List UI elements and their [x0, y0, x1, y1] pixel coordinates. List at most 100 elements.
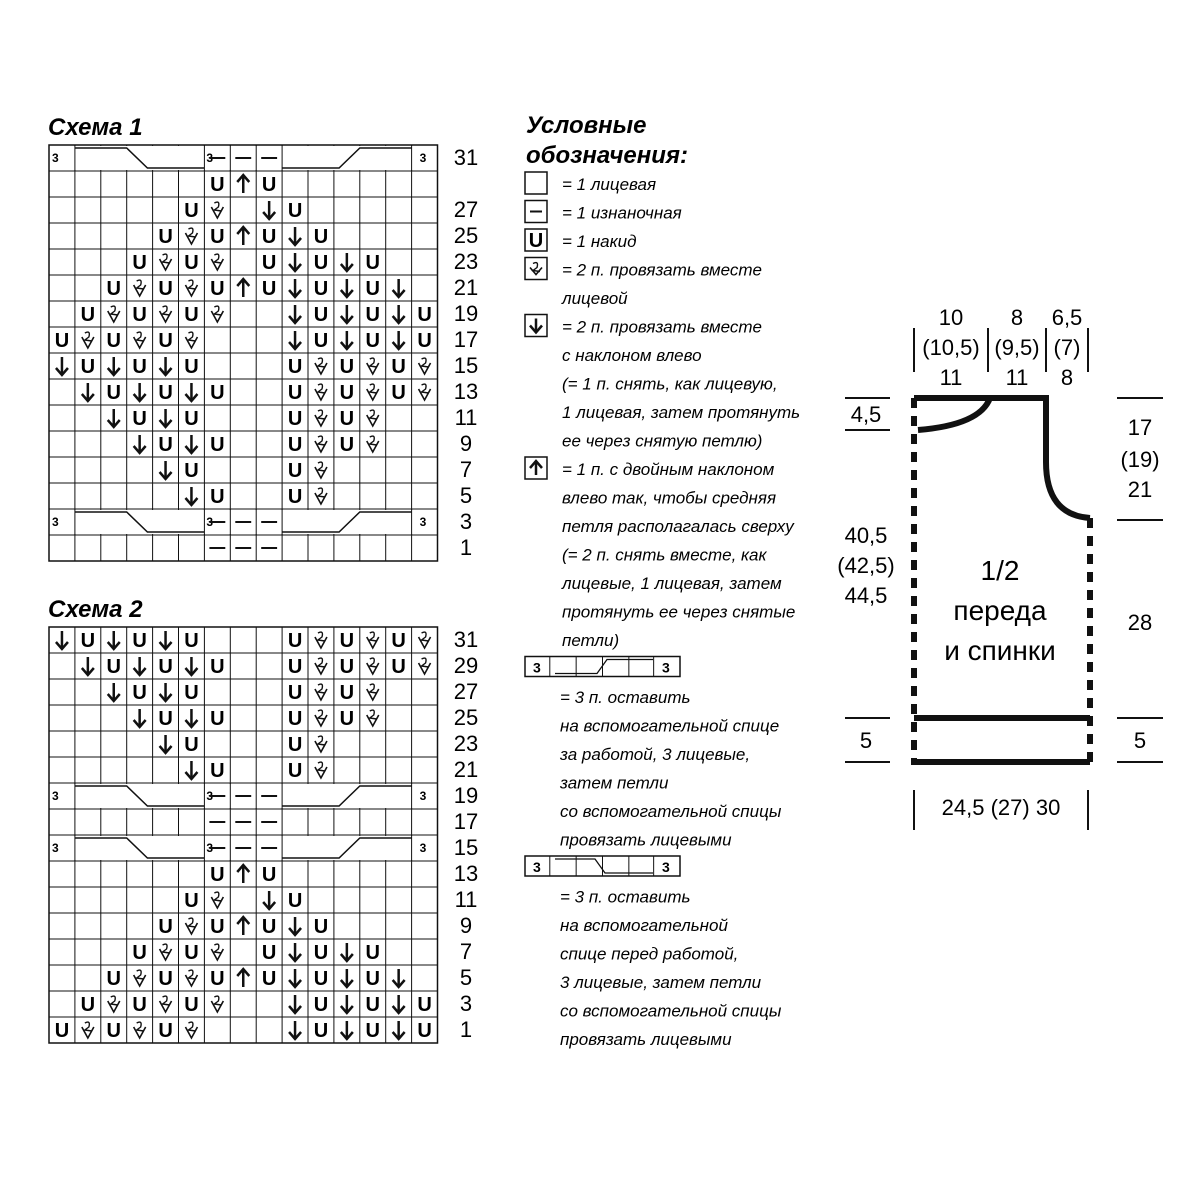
chart2-cell-r5c5	[158, 735, 173, 755]
chart2-cable-label-right: 3	[420, 841, 427, 855]
garment-schematic: 10 (10,5) 11 8 (9,5) 11 6,5 (7) 8 4,5 40…	[837, 305, 1163, 830]
chart1-cell-r4c8	[236, 225, 251, 245]
chart1-cell-r5c4: U	[132, 252, 146, 274]
chart1-cell-r11c5	[158, 409, 173, 429]
chart1-cell-r10c5: U	[158, 382, 172, 404]
chart2-cell-r16c14	[391, 1021, 406, 1041]
chart2-cell-r15c7	[210, 995, 225, 1014]
chart1-cell-r12c6	[184, 435, 199, 455]
chart1-cell-r9c1	[55, 357, 69, 377]
svg-text:U: U	[288, 486, 302, 508]
chart2-cell-r2c11	[314, 657, 328, 676]
svg-text:U: U	[81, 994, 95, 1016]
chart1-cell-r9c4: U	[132, 356, 146, 378]
chart1-cell-r10c14: U	[391, 382, 405, 404]
chart1-cell-r12c5: U	[158, 434, 172, 456]
chart1-cell-r8c2	[81, 331, 95, 350]
svg-text:U: U	[314, 942, 328, 964]
chart1-title: Схема 1	[48, 114, 143, 141]
svg-text:U: U	[262, 864, 276, 886]
chart2-row-number: 25	[454, 705, 478, 730]
chart1-cell-r3c7	[210, 201, 225, 220]
chart1-cell-r4c11: U	[314, 226, 328, 248]
chart1-row-number: 5	[460, 483, 472, 508]
chart2-cell-r14c11: U	[314, 968, 328, 990]
left-dim-bottom: 5	[860, 728, 872, 753]
chart1-cell-r8c14	[391, 331, 406, 351]
svg-text:U: U	[132, 682, 146, 704]
left-dim-mid-c: 44,5	[845, 583, 888, 608]
legend-line: лицевой	[561, 289, 628, 308]
legend-line: петля располагалась сверху	[562, 517, 795, 536]
chart1-cell-r5c7	[210, 253, 225, 272]
right-dim-top-b: (19)	[1120, 447, 1159, 472]
chart1-cell-r13c11	[314, 461, 328, 480]
chart1-cell-r3c6: U	[184, 200, 198, 222]
svg-text:U: U	[132, 630, 146, 652]
chart1-cell-r8c4	[132, 331, 147, 350]
svg-text:U: U	[366, 1020, 380, 1042]
chart1-cell-r8c5: U	[158, 330, 172, 352]
chart2-row-number: 1	[460, 1017, 472, 1042]
chart2-cell-r6c11	[314, 761, 328, 780]
svg-text:U: U	[210, 434, 224, 456]
chart2-cell-r4c6	[184, 709, 199, 729]
chart2-cell-r16c15: U	[417, 1020, 431, 1042]
legend-line: (= 2 п. снять вместе, как	[562, 546, 768, 565]
svg-text:U: U	[184, 356, 198, 378]
chart1-cell-r10c12: U	[340, 382, 354, 404]
svg-text:U: U	[132, 942, 146, 964]
svg-text:U: U	[132, 408, 146, 430]
chart2-cell-r16c6	[184, 1021, 199, 1040]
chart2-cell-r16c1: U	[55, 1020, 69, 1042]
chart2-cell-r12c5: U	[158, 916, 172, 938]
chart1-cell-r7c15: U	[417, 304, 431, 326]
chart2-cable-label-right: 3	[420, 789, 427, 803]
chart1-cell-r4c7: U	[210, 226, 224, 248]
chart2-cell-r13c5	[158, 943, 173, 962]
chart2-row-number: 11	[455, 887, 478, 912]
svg-text:U: U	[314, 968, 328, 990]
svg-text:3: 3	[533, 660, 541, 676]
svg-text:U: U	[158, 656, 172, 678]
chart1-cell-r10c3: U	[107, 382, 121, 404]
chart2-cell-r1c3	[106, 631, 121, 651]
chart2-cell-r3c3	[106, 683, 121, 703]
chart1-cell-r7c12	[339, 305, 354, 325]
svg-text:U: U	[210, 174, 224, 196]
chart2-row-number: 17	[454, 809, 478, 834]
svg-text:U: U	[184, 682, 198, 704]
svg-text:U: U	[158, 382, 172, 404]
chart1-row-number: 1	[460, 535, 472, 560]
svg-text:U: U	[340, 408, 354, 430]
svg-text:U: U	[158, 1020, 172, 1042]
chart1-cell-r9c15	[417, 357, 432, 376]
chart2-cell-r13c10	[288, 943, 302, 963]
chart1-cell-r12c13	[366, 435, 380, 454]
svg-text:U: U	[210, 226, 224, 248]
svg-text:U: U	[210, 486, 224, 508]
chart2-cell-r2c7: U	[210, 656, 224, 678]
svg-text:U: U	[132, 304, 146, 326]
chart1-cell-r6c11: U	[314, 278, 328, 300]
chart1-cell-r7c10	[288, 305, 302, 325]
chart1-cell-r11c4: U	[132, 408, 146, 430]
chart1-cell-r4c5: U	[158, 226, 172, 248]
svg-text:U: U	[340, 630, 354, 652]
svg-text:U: U	[132, 994, 146, 1016]
chart2-cell-r4c4	[132, 709, 147, 729]
chart2-row-number: 31	[454, 627, 478, 652]
chart1-cell-r11c11	[314, 409, 328, 428]
chart1-cell-r10c13	[366, 383, 380, 402]
svg-text:U: U	[340, 682, 354, 704]
legend-line: протянуть ее через снятые	[562, 603, 795, 622]
chart2-cell-r12c9: U	[262, 916, 276, 938]
chart1-cell-r10c4	[132, 383, 147, 403]
chart1-cell-r11c12: U	[340, 408, 354, 430]
chart2-cell-r3c10: U	[288, 682, 302, 704]
chart2-cell-r15c5	[158, 995, 173, 1014]
legend-line: влево так, чтобы средняя	[562, 489, 776, 508]
k2tog-icon	[524, 256, 548, 281]
chart2-cell-r4c5: U	[158, 708, 172, 730]
